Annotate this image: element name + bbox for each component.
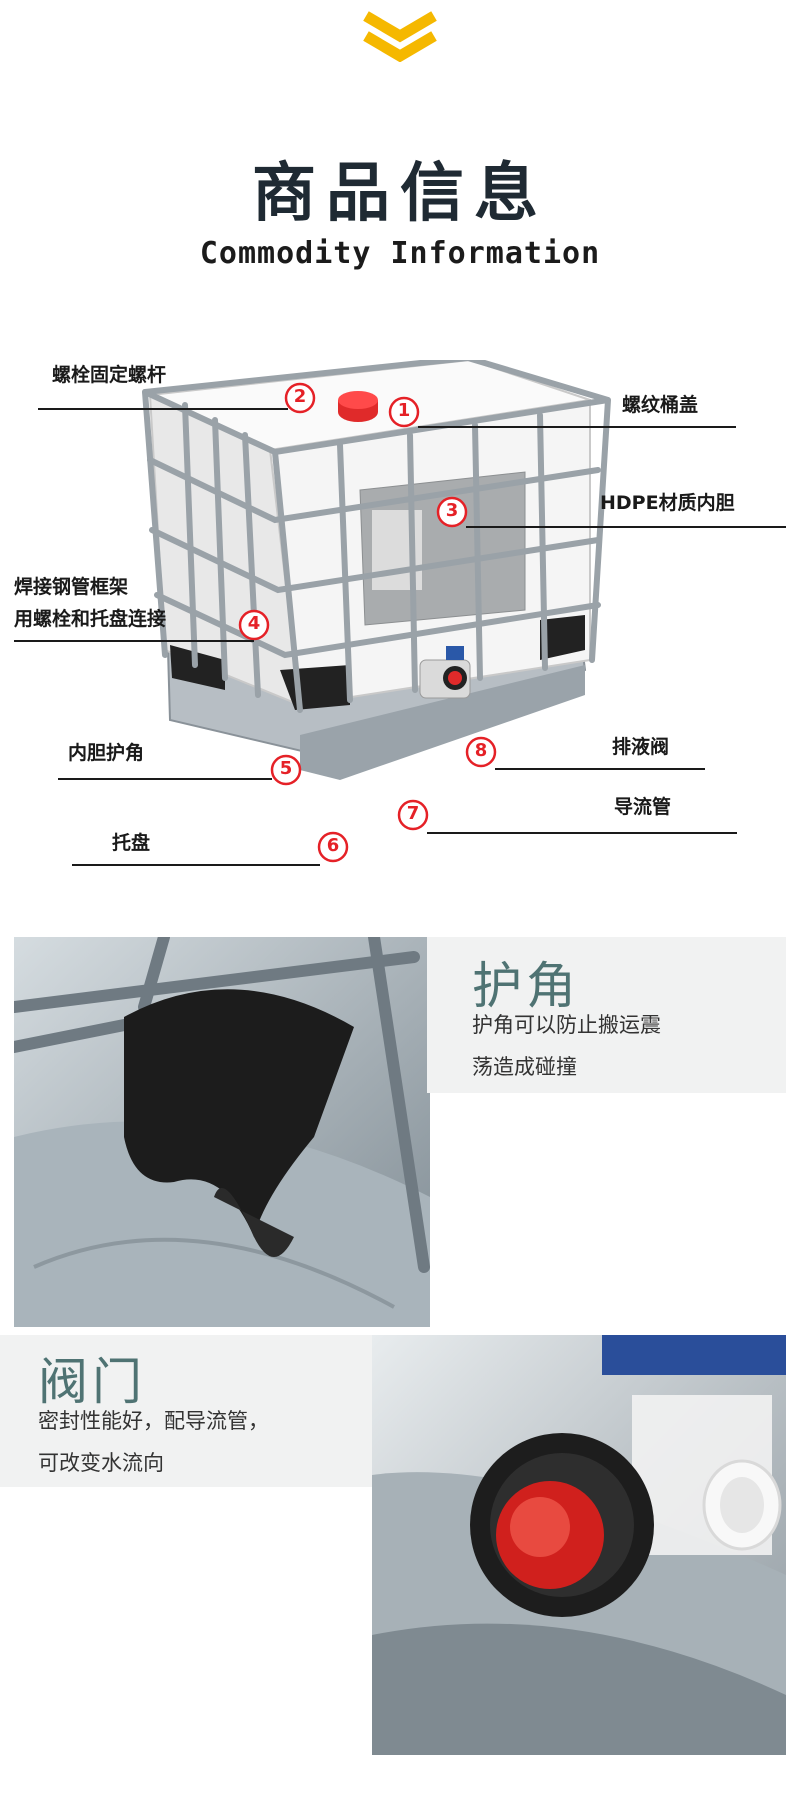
page-subtitle: Commodity Information: [199, 236, 601, 271]
marker-7: 7: [406, 803, 420, 824]
leader-line: [72, 864, 320, 866]
leader-line: [427, 832, 737, 834]
number-markers: [238, 382, 497, 863]
feature-desc-valve-2: 可改变水流向: [38, 1451, 164, 1475]
corner-protector-panel: [427, 937, 786, 1093]
label-frame-2: 用螺栓和托盘连接: [14, 608, 167, 630]
marker-1: 1: [397, 400, 411, 421]
leader-line: [418, 426, 736, 428]
marker-4: 4: [247, 613, 261, 634]
marker-3: 3: [445, 500, 459, 521]
leader-line: [38, 408, 288, 410]
page-title: 商品信息: [252, 157, 548, 231]
label-bolt: 螺栓固定螺杆: [52, 364, 167, 386]
leader-line: [58, 778, 272, 780]
marker-8: 8: [474, 740, 488, 761]
label-frame-1: 焊接钢管框架: [14, 576, 129, 598]
marker-2: 2: [293, 386, 307, 407]
ibc-tank-illustration: [142, 360, 611, 863]
feature-desc-corner-2: 荡造成碰撞: [472, 1055, 577, 1079]
feature-desc-valve-1: 密封性能好，配导流管，: [38, 1409, 269, 1433]
label-liner: HDPE材质内胆: [600, 492, 735, 514]
leader-line: [495, 768, 705, 770]
valve-panel: [0, 1335, 372, 1487]
double-chevron-down-icon: [363, 11, 437, 62]
leader-line: [466, 526, 786, 528]
label-guide: 导流管: [614, 796, 672, 818]
marker-6: 6: [326, 835, 340, 856]
feature-desc-corner-1: 护角可以防止搬运震: [472, 1013, 661, 1037]
leader-line: [14, 640, 254, 642]
corner-protector-photo: [14, 937, 430, 1327]
label-corner: 内胆护角: [68, 742, 145, 764]
label-pallet: 托盘: [112, 832, 151, 854]
ibc-tank-diagram: 1 2 3 4 5 6 7 8 螺栓固定螺杆 螺纹桶盖 HDPE材质内胆 焊接钢…: [0, 360, 800, 890]
label-cap: 螺纹桶盖: [622, 394, 699, 416]
marker-5: 5: [279, 758, 293, 779]
label-drain: 排液阀: [612, 736, 670, 758]
feature-title-corner: 护角: [472, 957, 580, 1015]
feature-title-valve: 阀门: [38, 1353, 146, 1411]
valve-photo: [372, 1335, 786, 1755]
